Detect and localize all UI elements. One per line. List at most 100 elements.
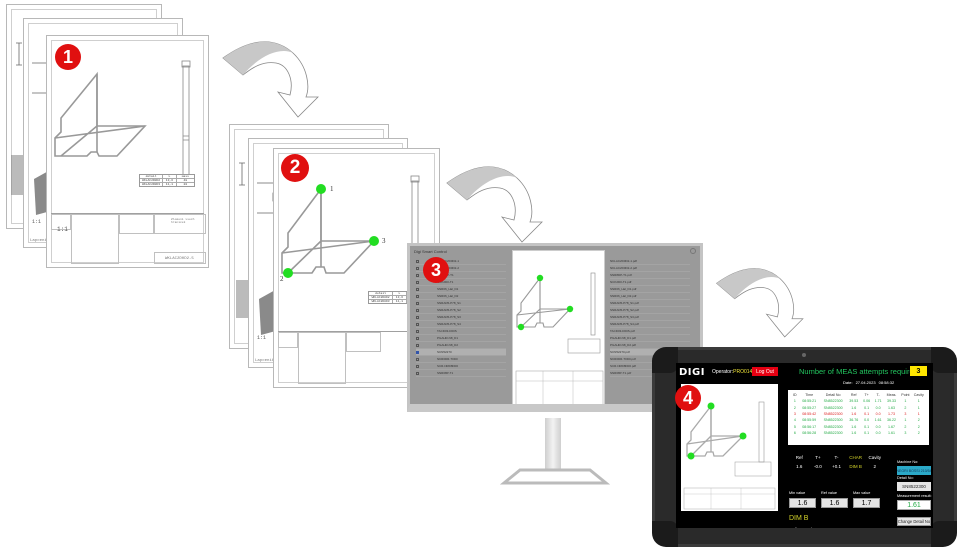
file-name: NKR0DR-T0D0 bbox=[437, 357, 458, 361]
pdf-list-item[interactable]: SNR08P-T1.pdf bbox=[610, 370, 690, 377]
pdf-list-item[interactable]: SCR-NRD8D00.pdf bbox=[610, 363, 690, 370]
file-checkbox[interactable] bbox=[416, 343, 419, 347]
file-checkbox[interactable] bbox=[416, 371, 419, 375]
file-list-item[interactable]: NCK2D0-T1 bbox=[416, 279, 506, 286]
max-value-label: Max value bbox=[853, 491, 871, 495]
file-checkbox[interactable] bbox=[416, 301, 419, 305]
file-name: TACD03-D00S bbox=[437, 329, 457, 333]
settings-icon[interactable] bbox=[690, 248, 696, 254]
step-4-badge: 4 bbox=[675, 385, 701, 411]
file-list-item[interactable]: SNRAD5-P78_S4 bbox=[416, 321, 506, 328]
file-name: SNR08P-T1 bbox=[437, 371, 454, 375]
file-checkbox[interactable] bbox=[416, 336, 419, 340]
pdf-list-item[interactable]: TACD03-D00S.pdf bbox=[610, 328, 690, 335]
min-value-label: Min value bbox=[789, 491, 806, 495]
pdf-list-item[interactable]: NKLAC2D0D2-2.pdf bbox=[610, 265, 690, 272]
pdf-list-item[interactable]: SNR06_Hal_D2.pdf bbox=[610, 293, 690, 300]
curved-arrow-icon bbox=[222, 41, 319, 118]
detail-number[interactable]: SN8522300 bbox=[897, 482, 931, 491]
file-checkbox[interactable] bbox=[416, 350, 419, 354]
file-checkbox[interactable] bbox=[416, 287, 419, 291]
pdf-list-item[interactable]: SCN52270.pdf bbox=[610, 349, 690, 356]
file-name: SNRAD5-P78_S2 bbox=[437, 308, 461, 312]
file-checkbox[interactable] bbox=[416, 329, 419, 333]
ref-value: 1.6 bbox=[821, 498, 848, 508]
pdf-list-item[interactable]: NKLAC2D0D2-1.pdf bbox=[610, 258, 690, 265]
drawing-number: WKLAC2D0D2-5 bbox=[165, 257, 194, 261]
file-name: SCR-NRD8D00 bbox=[437, 364, 459, 368]
file-name: SCN52270 bbox=[437, 350, 452, 354]
pdf-list-item[interactable]: PGAHR-N8_D2.pdf bbox=[610, 342, 690, 349]
file-checkbox[interactable] bbox=[416, 315, 419, 319]
file-list-item[interactable]: SNRAD5-P78_S3 bbox=[416, 314, 506, 321]
file-list-item[interactable]: SCR-NRD8D00 bbox=[416, 363, 506, 370]
pdf-list-item[interactable]: PGAHR-N8_D1.pdf bbox=[610, 335, 690, 342]
pdf-list-item[interactable]: SNRAD5-P78_S4.pdf bbox=[610, 321, 690, 328]
tablet-screen: DIGI Operator:PRO014 Log Out Number of M… bbox=[676, 363, 933, 528]
file-list-item[interactable]: SNRAD5-P78_S1 bbox=[416, 300, 506, 307]
file-name: SNRAD5-P78_S1 bbox=[437, 301, 461, 305]
attempts-label: Number of MEAS attempts required: bbox=[799, 367, 920, 376]
logout-button[interactable]: Log Out bbox=[752, 367, 778, 376]
camera-icon bbox=[802, 353, 806, 357]
measurement-result[interactable]: 1.61 bbox=[897, 500, 931, 510]
machine-number[interactable]: NEGRI BOSSI 210/54 bbox=[897, 466, 931, 475]
file-list-item[interactable]: SNR08P-T1 bbox=[416, 370, 506, 377]
file-checkbox[interactable] bbox=[416, 357, 419, 361]
pdf-list-item[interactable]: NCK2D0-T1.pdf bbox=[610, 279, 690, 286]
file-checkbox[interactable] bbox=[416, 322, 419, 326]
change-detail-button[interactable]: Change Detail No bbox=[897, 517, 931, 526]
ref-value-label: Ref value bbox=[821, 491, 838, 495]
file-list-item[interactable]: TACD03-D00S bbox=[416, 328, 506, 335]
file-name: SNRAD5-P78_S4 bbox=[437, 322, 461, 326]
point-1-marker bbox=[316, 184, 326, 194]
file-checkbox[interactable] bbox=[416, 259, 419, 263]
file-list-item[interactable]: PGAHR-N8_D2 bbox=[416, 342, 506, 349]
min-value: 1.6 bbox=[789, 498, 816, 508]
characteristic-params: Ref T+ T- CHAR Cavity 1.6 -0.0 +0.1 DIM … bbox=[795, 455, 881, 469]
sheet-scale: 1:1 bbox=[257, 335, 267, 341]
file-checkbox[interactable] bbox=[416, 266, 419, 270]
file-list-item[interactable]: SCN52270 bbox=[416, 349, 506, 356]
operator-id: PRO014 bbox=[733, 369, 753, 375]
step-1-badge: 1 bbox=[55, 44, 81, 70]
file-list-item[interactable]: SNR06_Hal_D2 bbox=[416, 293, 506, 300]
file-checkbox[interactable] bbox=[416, 364, 419, 368]
pdf-list-item[interactable]: SNR06_Hal_D1.pdf bbox=[610, 286, 690, 293]
title-block bbox=[51, 213, 206, 264]
file-list-item[interactable]: NKLAC2D0D2-1 bbox=[416, 258, 506, 265]
monitor-screen: Digi Smart Control NKLAC2D0D2-1NKLAC2D0D… bbox=[410, 246, 700, 404]
operator-info: Operator:PRO014 bbox=[712, 369, 753, 375]
pdf-list-item[interactable]: SNR8DP-T1.pdf bbox=[610, 272, 690, 279]
point-2-label: 2 bbox=[280, 275, 284, 283]
rugged-tablet: DIGI Operator:PRO014 Log Out Number of M… bbox=[652, 347, 957, 547]
file-list-item[interactable]: SNRAD5-P78_S2 bbox=[416, 307, 506, 314]
file-checkbox[interactable] bbox=[416, 280, 419, 284]
sheet-scale: 1:1 bbox=[32, 219, 42, 225]
pdf-list-item[interactable]: NKR0DR-T0D0.pdf bbox=[610, 356, 690, 363]
pdf-list-item[interactable]: SNRAD5-P78_S1.pdf bbox=[610, 300, 690, 307]
file-list-item[interactable]: NKR0DR-T0D0 bbox=[416, 356, 506, 363]
file-list-item[interactable]: PGAHR-N8_D1 bbox=[416, 335, 506, 342]
file-checkbox[interactable] bbox=[416, 273, 419, 277]
file-name: NCK2D0-T1 bbox=[437, 280, 454, 284]
pdf-list-item[interactable]: SNRAD5-P78_S2.pdf bbox=[610, 307, 690, 314]
file-checkbox[interactable] bbox=[416, 294, 419, 298]
file-checkbox[interactable] bbox=[416, 308, 419, 312]
pdf-list-item[interactable]: SNRAD5-P78_S3.pdf bbox=[610, 314, 690, 321]
monitor-stand bbox=[545, 418, 561, 470]
file-list-item[interactable]: SNR06_Hal_D1 bbox=[416, 286, 506, 293]
sheet-scale: 1:1 bbox=[57, 226, 68, 233]
